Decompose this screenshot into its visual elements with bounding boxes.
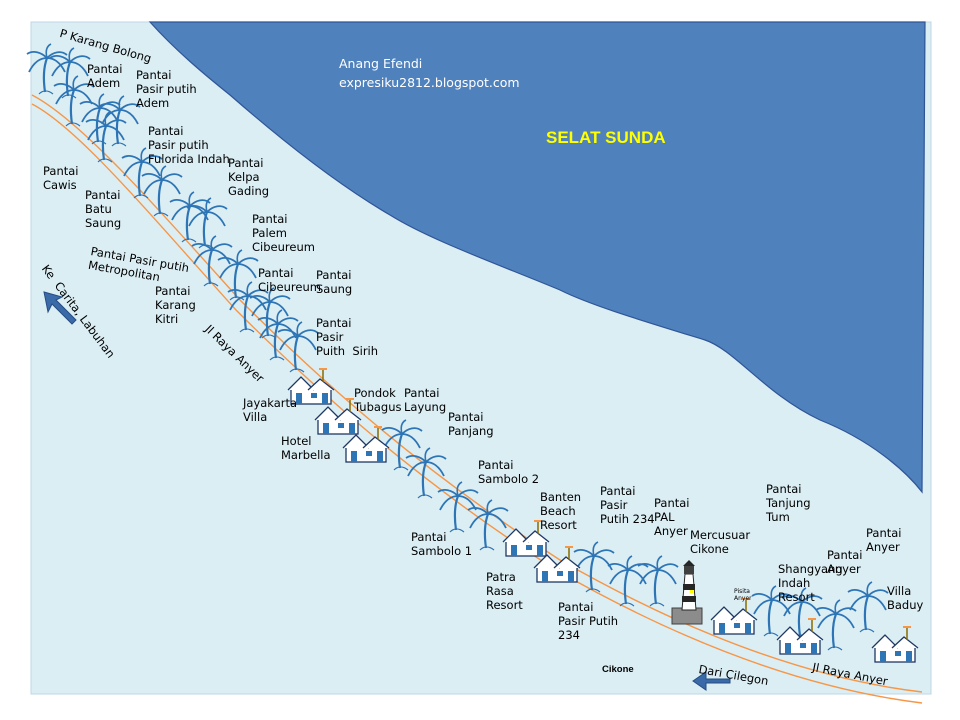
lighthouse-sign: Pisita Anyer [734,588,752,602]
place-label: Pantai Sambolo 1 [411,530,473,558]
place-label: Pantai Pasir Putih 234 [600,484,655,526]
place-label: Banten Beach Resort [540,490,582,532]
place-label: Pantai Cibeureum [258,266,321,294]
blog-credit: expresiku2812.blogspot.com [339,75,520,90]
place-label: Mercusuar Cikone [690,528,751,556]
place-label: Pantai Pasir Puith Sirih [316,316,379,358]
place-label: Pantai Tanjung Tum [766,482,811,524]
place-label: Pantai Palem Cibeureum [252,212,315,254]
place-label: Hotel Marbella [281,434,331,462]
place-label: Pondok Tubagus [354,386,402,414]
place-label: Pantai Pasir putih Adem [136,68,197,110]
place-label: Pantai Batu Saung [85,188,122,230]
place-label: Pantai Pasir Putih 234 [558,600,619,642]
place-label: Pantai Panjang [448,410,494,438]
place-label: Pantai Anyer [827,548,863,576]
place-label: Pantai Layung [404,386,447,414]
place-label: Pantai Cawis [43,164,79,192]
arrow-to-carita-icon [43,291,77,325]
place-label: Shangyang Indah Resort [778,562,843,604]
place-label: Patra Rasa Resort [486,570,523,612]
place-label: Pantai Pasir putih Fulorida Indah [148,124,230,166]
author-credit: Anang Efendi [339,56,423,71]
place-label: Pantai Sambolo 2 [478,458,540,486]
place-label: Pantai Adem [87,62,123,90]
place-label: Pantai Karang Kitri [155,284,196,326]
place-label: Pantai PAL Anyer [654,496,690,538]
sea-label: SELAT SUNDA [546,128,666,147]
road-line-2 [31,103,923,704]
lighthouse-icon [671,560,703,625]
place-label: Villa Baduy [887,584,924,612]
place-label: Jayakarta Villa [243,396,298,424]
place-label: Pantai Saung [316,268,353,296]
road-line-1 [31,94,923,693]
sea-selat-sunda [148,21,926,494]
place-label: Pantai Kelpa Gading [228,156,270,198]
arrow-from-cilegon-icon [692,671,731,691]
town-label: Cikone [602,664,634,675]
place-label: Pantai Anyer [866,526,902,554]
